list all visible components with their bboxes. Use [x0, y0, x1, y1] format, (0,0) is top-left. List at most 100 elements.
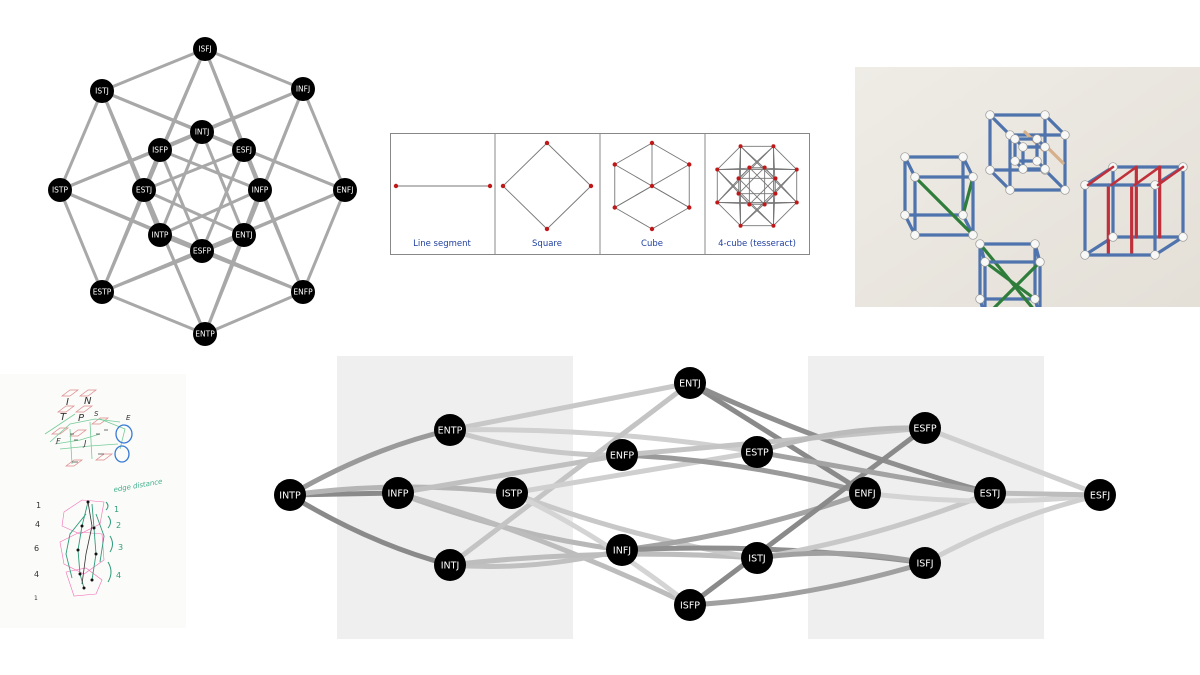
stick — [1153, 235, 1185, 257]
edge — [716, 145, 741, 170]
tesseract-edge — [301, 189, 347, 293]
node-circle — [48, 178, 72, 202]
connector-ball — [1108, 232, 1118, 242]
node-label: ESTP — [745, 447, 769, 458]
node: ISFP — [148, 138, 172, 162]
edge — [738, 178, 765, 205]
row-number: 4 — [34, 570, 39, 579]
sketch-top: I N T P S F J E — [44, 389, 133, 467]
node-circle — [909, 547, 941, 579]
tesseract-nodes: ISFJINFJENFJENFPENTPESTPISTPISTJINTJESFJ… — [48, 37, 357, 346]
node: ISFJ — [909, 547, 941, 579]
node-circle — [291, 77, 315, 101]
node: INFJ — [291, 77, 315, 101]
sketch-letter: I — [66, 397, 69, 408]
node-label: ENTP — [195, 330, 215, 339]
caption-square: Square — [532, 239, 562, 249]
tesseract-edge — [59, 188, 203, 253]
node: INFJ — [606, 534, 638, 566]
node-label: ESFP — [193, 247, 212, 256]
node-circle — [148, 223, 172, 247]
node-label: INFP — [387, 488, 408, 499]
node-label: ENFP — [610, 450, 635, 461]
edge — [546, 185, 592, 230]
edge — [651, 142, 690, 165]
layered-edges — [287, 380, 1103, 608]
node-circle — [741, 542, 773, 574]
layered-edge — [619, 452, 868, 496]
edge — [773, 202, 798, 227]
connector-ball — [958, 210, 968, 220]
tesseract-edge — [101, 290, 206, 336]
edge — [502, 142, 548, 187]
edge — [740, 145, 798, 203]
tesseract-edge — [301, 88, 347, 191]
vertex — [762, 202, 767, 207]
tesseract-edge — [242, 149, 305, 293]
node: INFP — [248, 178, 272, 202]
edge — [738, 146, 741, 194]
layered-edge — [395, 490, 693, 608]
node-circle — [434, 549, 466, 581]
node: ISTP — [496, 477, 528, 509]
layered-edge — [754, 425, 928, 455]
sketch-letter: J — [82, 439, 87, 448]
circled-note — [115, 424, 133, 444]
connector-ball — [968, 230, 978, 240]
edge — [773, 178, 776, 226]
layered-edge — [509, 449, 760, 496]
node-circle — [190, 120, 214, 144]
tesseract-edge — [58, 189, 104, 293]
tesseract-edge — [158, 131, 204, 236]
row-number: 1 — [36, 501, 41, 510]
tesseract-edge — [200, 149, 246, 252]
node-label: ENTP — [438, 425, 463, 436]
connector-ball — [980, 257, 990, 267]
connector-ball — [1010, 156, 1020, 166]
stick-models — [900, 110, 1188, 307]
node-label: ESTJ — [980, 488, 1001, 499]
connector-ball — [1040, 142, 1050, 152]
node-label: ISFP — [152, 146, 168, 155]
connector-ball — [985, 110, 995, 120]
node-label: ENTJ — [679, 378, 701, 389]
node-circle — [674, 367, 706, 399]
connector-ball — [900, 210, 910, 220]
connector-ball — [1018, 164, 1028, 174]
node: ESTJ — [132, 178, 156, 202]
node-label: ESTP — [93, 288, 112, 297]
edge — [773, 145, 798, 170]
node-label: ISFJ — [198, 45, 212, 54]
node: ESFJ — [232, 138, 256, 162]
edge — [749, 178, 776, 205]
caption-line-segment: Line segment — [413, 239, 471, 249]
node: INTP — [148, 223, 172, 247]
sketch-bottom: edge distance 1 4 6 4 1 1 2 3 4 — [34, 478, 163, 602]
connector-ball — [900, 152, 910, 162]
connector-ball — [1030, 239, 1040, 249]
vertex — [500, 183, 506, 189]
node: ISTJ — [90, 79, 114, 103]
node-circle — [674, 589, 706, 621]
node-label: ESFJ — [1090, 490, 1110, 501]
row-number: 6 — [34, 544, 39, 553]
vertex — [773, 191, 778, 196]
edge — [651, 207, 690, 230]
edge — [740, 169, 798, 227]
edge — [740, 145, 776, 179]
layered-edge — [287, 427, 453, 498]
node-circle — [132, 178, 156, 202]
connector-ball — [1040, 164, 1050, 174]
node-label: ENFJ — [337, 186, 354, 195]
layered-edge — [922, 425, 1103, 498]
node-label: ISTP — [502, 488, 523, 499]
vertex — [487, 183, 493, 189]
node: INTJ — [434, 549, 466, 581]
edge — [716, 145, 774, 203]
layered-edge — [447, 551, 760, 568]
edge — [546, 142, 592, 187]
layered-edge — [509, 490, 693, 608]
node: ISTP — [48, 178, 72, 202]
stick — [1086, 165, 1115, 187]
vertex — [393, 183, 399, 189]
